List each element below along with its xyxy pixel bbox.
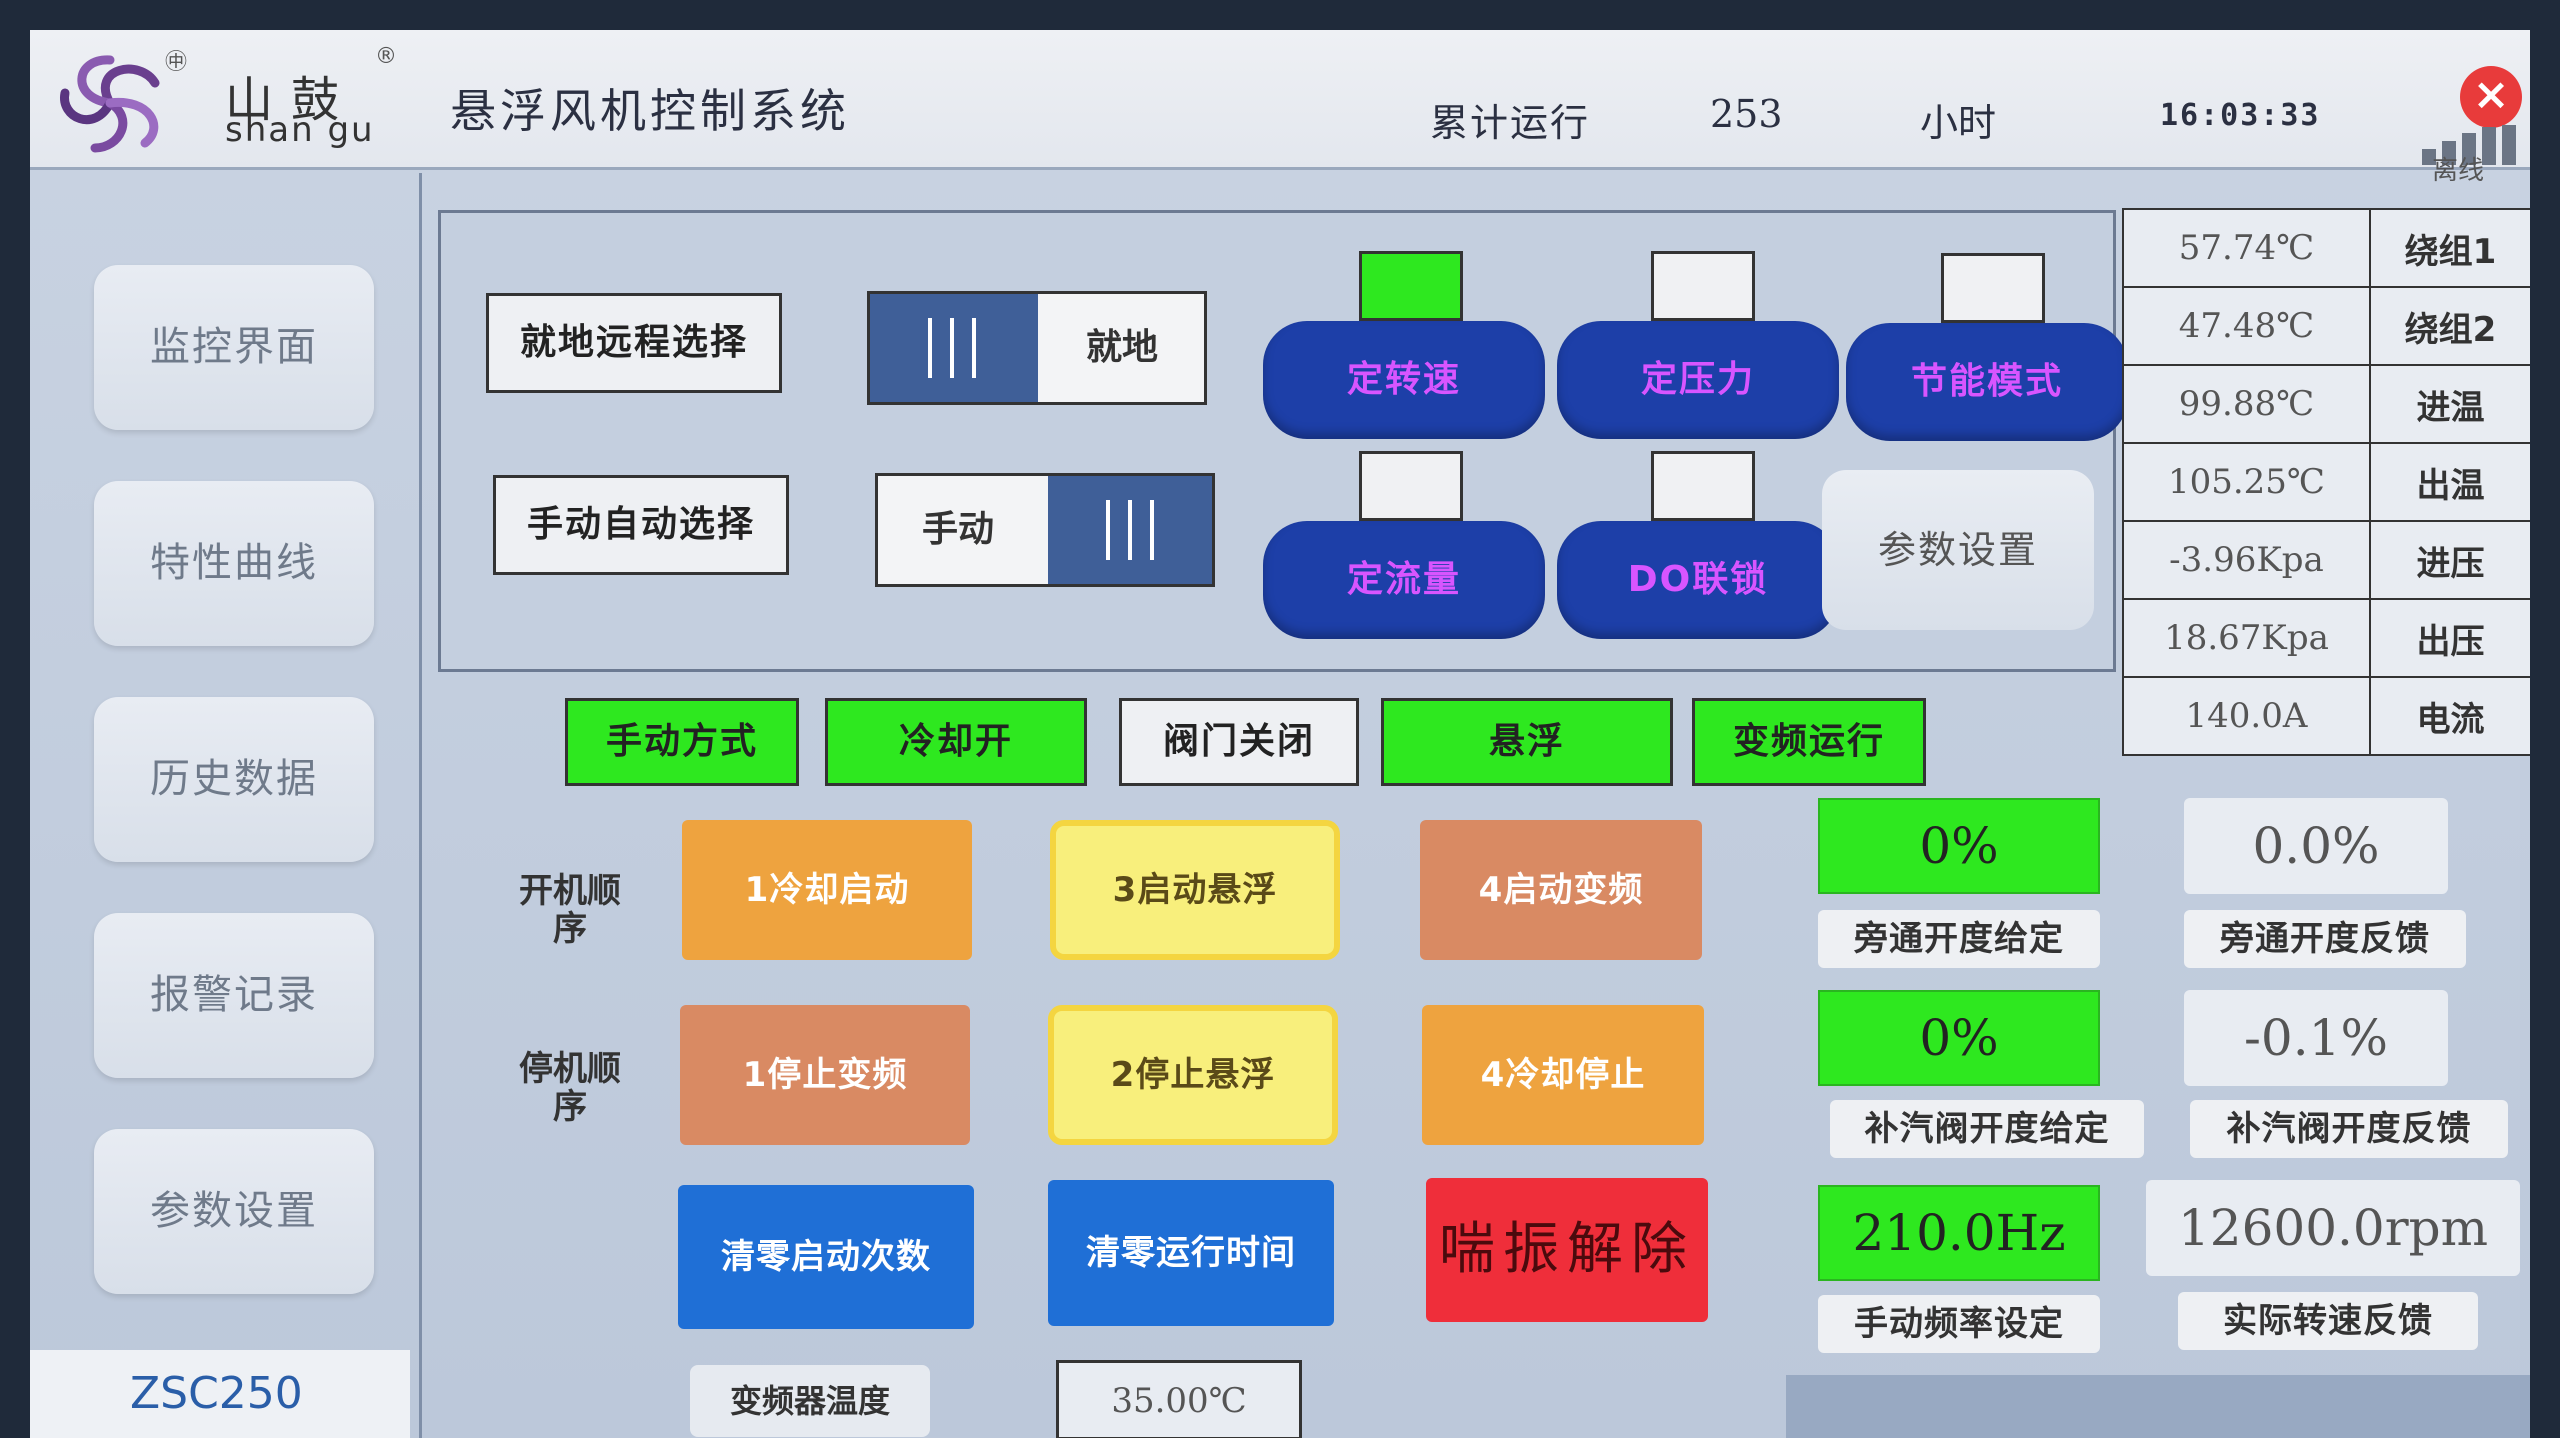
start-vfd-button[interactable]: 4启动变频 bbox=[1420, 820, 1702, 960]
brand-name-en: shan gu bbox=[225, 110, 375, 150]
footer-strip bbox=[1786, 1375, 2530, 1438]
registered-mark-icon: ® bbox=[375, 44, 397, 69]
inverter-temp-label: 变频器温度 bbox=[690, 1365, 930, 1437]
bypass-setpoint-input[interactable]: 0% bbox=[1818, 798, 2100, 894]
sensor-label: 电流 bbox=[2368, 676, 2530, 756]
indicator-const-flow bbox=[1359, 451, 1463, 521]
toggle-knob bbox=[870, 294, 1038, 402]
start-levitation-button[interactable]: 3启动悬浮 bbox=[1050, 820, 1340, 960]
stop-sequence-label: 停机顺序 bbox=[519, 1049, 621, 1127]
model-label: ZSC250 bbox=[30, 1350, 410, 1438]
sidebar: 监控界面 特性曲线 历史数据 报警记录 参数设置 bbox=[30, 173, 422, 1438]
mode-const-speed-button[interactable]: 定转速 bbox=[1263, 321, 1545, 439]
clock: 16:03:33 bbox=[2160, 98, 2321, 133]
status-valve-closed: 阀门关闭 bbox=[1119, 698, 1359, 786]
manual-auto-state: 手动 bbox=[921, 509, 994, 550]
sidebar-item-alarms[interactable]: 报警记录 bbox=[94, 913, 374, 1078]
indicator-energy-saving bbox=[1941, 253, 2045, 323]
local-remote-toggle[interactable]: 就地 bbox=[867, 291, 1207, 405]
status-manual-mode: 手动方式 bbox=[565, 698, 799, 786]
makeup-valve-setpoint-input[interactable]: 0% bbox=[1818, 990, 2100, 1086]
mode-do-interlock-button[interactable]: DO联锁 bbox=[1557, 521, 1839, 639]
bypass-feedback-value: 0.0% bbox=[2184, 798, 2448, 894]
inverter-temp-value: 35.00℃ bbox=[1056, 1360, 1302, 1438]
status-levitation: 悬浮 bbox=[1381, 698, 1673, 786]
sensor-label: 绕组1 bbox=[2368, 208, 2530, 288]
actual-speed-label: 实际转速反馈 bbox=[2178, 1292, 2478, 1350]
reset-start-count-button[interactable]: 清零启动次数 bbox=[678, 1185, 974, 1329]
sidebar-item-curves[interactable]: 特性曲线 bbox=[94, 481, 374, 646]
mode-const-flow-button[interactable]: 定流量 bbox=[1263, 521, 1545, 639]
sidebar-item-history[interactable]: 历史数据 bbox=[94, 697, 374, 862]
sensor-label: 进温 bbox=[2368, 364, 2530, 444]
close-icon: × bbox=[2472, 69, 2510, 120]
sensor-value: 18.67Kpa bbox=[2122, 598, 2371, 678]
status-vfd-running: 变频运行 bbox=[1692, 698, 1926, 786]
local-remote-state: 就地 bbox=[1085, 327, 1158, 368]
status-cooling-on: 冷却开 bbox=[825, 698, 1087, 786]
actual-speed-value: 12600.0rpm bbox=[2146, 1180, 2520, 1276]
start-cooling-button[interactable]: 1冷却启动 bbox=[682, 820, 972, 960]
sensor-label: 出温 bbox=[2368, 442, 2530, 522]
runtime-value: 253 bbox=[1710, 92, 1783, 136]
manual-frequency-label: 手动频率设定 bbox=[1818, 1295, 2100, 1353]
mode-energy-saving-button[interactable]: 节能模式 bbox=[1846, 323, 2128, 441]
sidebar-item-monitor[interactable]: 监控界面 bbox=[94, 265, 374, 430]
hmi-screen: ㊥ ® 山鼓 shan gu 悬浮风机控制系统 累计运行 253 小时 16:0… bbox=[30, 30, 2530, 1438]
makeup-valve-feedback-label: 补汽阀开度反馈 bbox=[2190, 1100, 2508, 1158]
registered-mark-icon: ㊥ bbox=[165, 50, 188, 75]
start-sequence-label: 开机顺序 bbox=[519, 871, 621, 949]
runtime-unit: 小时 bbox=[1920, 101, 1997, 145]
page-title: 悬浮风机控制系统 bbox=[450, 84, 850, 138]
connection-status: 离线 bbox=[2432, 156, 2485, 186]
stop-levitation-button[interactable]: 2停止悬浮 bbox=[1048, 1005, 1338, 1145]
sensor-value: 47.48℃ bbox=[2122, 286, 2371, 366]
surge-release-button[interactable]: 喘振解除 bbox=[1426, 1178, 1708, 1322]
param-settings-button[interactable]: 参数设置 bbox=[1822, 470, 2094, 630]
sensor-value: 140.0A bbox=[2122, 676, 2371, 756]
reset-runtime-button[interactable]: 清零运行时间 bbox=[1048, 1180, 1334, 1326]
bypass-setpoint-label: 旁通开度给定 bbox=[1818, 910, 2100, 968]
bypass-feedback-label: 旁通开度反馈 bbox=[2184, 910, 2466, 968]
runtime-label: 累计运行 bbox=[1430, 101, 1591, 145]
manual-auto-toggle[interactable]: 手动 bbox=[875, 473, 1215, 587]
makeup-valve-setpoint-label: 补汽阀开度给定 bbox=[1830, 1100, 2144, 1158]
sidebar-item-settings[interactable]: 参数设置 bbox=[94, 1129, 374, 1294]
local-remote-label: 就地远程选择 bbox=[486, 293, 782, 393]
sensor-value: 99.88℃ bbox=[2122, 364, 2371, 444]
manual-frequency-input[interactable]: 210.0Hz bbox=[1818, 1185, 2100, 1281]
mode-const-pressure-button[interactable]: 定压力 bbox=[1557, 321, 1839, 439]
indicator-const-pressure bbox=[1651, 251, 1755, 321]
signal-icon bbox=[2422, 125, 2516, 165]
sensor-label: 进压 bbox=[2368, 520, 2530, 600]
sensor-value: -3.96Kpa bbox=[2122, 520, 2371, 600]
brand-name-cn: 山鼓 bbox=[225, 72, 358, 128]
sensor-value: 57.74℃ bbox=[2122, 208, 2371, 288]
toggle-knob bbox=[1048, 476, 1212, 584]
close-button[interactable]: × bbox=[2460, 66, 2522, 128]
sensor-label: 出压 bbox=[2368, 598, 2530, 678]
indicator-do-interlock bbox=[1651, 451, 1755, 521]
stop-vfd-button[interactable]: 1停止变频 bbox=[680, 1005, 970, 1145]
indicator-const-speed bbox=[1359, 251, 1463, 321]
makeup-valve-feedback-value: -0.1% bbox=[2184, 990, 2448, 1086]
manual-auto-label: 手动自动选择 bbox=[493, 475, 789, 575]
stop-cooling-button[interactable]: 4冷却停止 bbox=[1422, 1005, 1704, 1145]
sensor-label: 绕组2 bbox=[2368, 286, 2530, 366]
logo-icon bbox=[60, 55, 160, 153]
sensor-value: 105.25℃ bbox=[2122, 442, 2371, 522]
control-panel: 就地远程选择 就地 手动自动选择 手动 定转速 定压力 节能模式 定流量 DO联… bbox=[438, 210, 2128, 672]
header-bar: ㊥ ® 山鼓 shan gu 悬浮风机控制系统 累计运行 253 小时 16:0… bbox=[30, 30, 2530, 186]
